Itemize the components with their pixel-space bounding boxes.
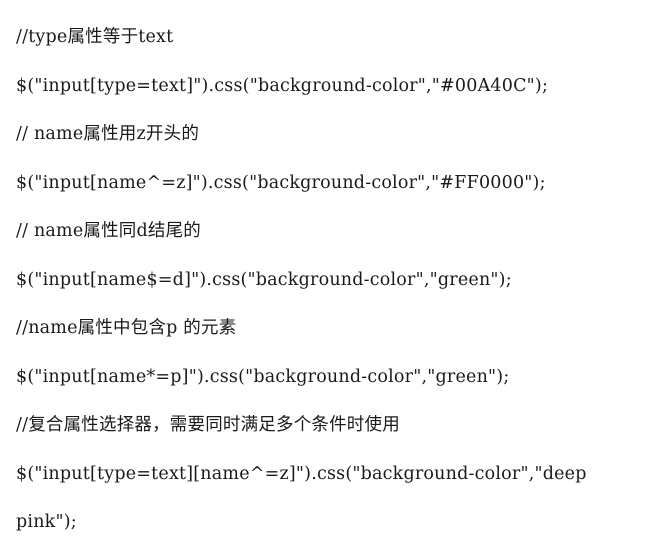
code-name-starts-with-selector: $("input[name^=z]").css("background-colo… xyxy=(16,173,546,193)
comment-compound-selector: //复合属性选择器，需要同时满足多个条件时使用 xyxy=(16,415,400,435)
code-compound-selector-continued: pink"); xyxy=(16,512,77,532)
comment-name-contains-p: //name属性中包含p 的元素 xyxy=(16,318,237,338)
comment-type-equals-text: //type属性等于text xyxy=(16,27,174,47)
comment-name-starts-with-z: // name属性用z开头的 xyxy=(16,124,200,144)
code-type-selector: $("input[type=text]").css("background-co… xyxy=(16,76,549,96)
code-name-contains-selector: $("input[name*=p]").css("background-colo… xyxy=(16,367,510,387)
code-name-ends-with-selector: $("input[name$=d]").css("background-colo… xyxy=(16,270,512,290)
code-compound-selector: $("input[type=text][name^=z]").css("back… xyxy=(16,464,587,484)
comment-name-ends-with-d: // name属性同d结尾的 xyxy=(16,221,202,241)
